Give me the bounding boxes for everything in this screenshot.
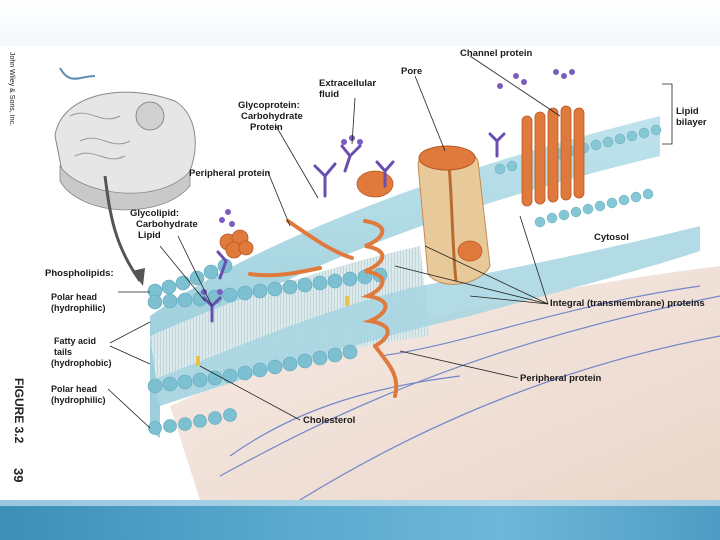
label-channel-protein: Channel protein [460, 48, 533, 59]
coiled-proteins [248, 219, 399, 398]
page-number: 39 [11, 468, 26, 483]
cytosol-region [170, 266, 720, 500]
slide-bottom-band [0, 500, 720, 540]
label-lipid-bilayer-1: Lipid [676, 106, 699, 117]
label-glycolipid-2: Carbohydrate [136, 219, 198, 230]
zoom-arrow [103, 175, 142, 282]
figure-label: FIGURE 3.2 [12, 378, 26, 444]
channel-protein [521, 105, 585, 207]
label-polar-head-bottom-2: (hydrophilic) [51, 395, 106, 405]
label-lipid-bilayer-2: bilayer [676, 117, 707, 128]
label-peripheral-protein-bottom: Peripheral protein [520, 373, 602, 384]
bilayer-top-surface [150, 116, 660, 346]
label-polar-head-bottom-1: Polar head [51, 384, 98, 394]
integral-pore-protein [417, 145, 491, 285]
membrane-figure: Channel protein Pore Extracellular fluid… [0, 46, 720, 500]
label-fatty-acid-1: Fatty acid [54, 336, 97, 346]
label-glycoprotein-1: Glycoprotein: [238, 100, 300, 111]
carbohydrate-chains [202, 132, 506, 323]
label-pore: Pore [401, 66, 423, 77]
label-extracellular-1: Extracellular [319, 78, 377, 89]
publisher-credit: John Wiley & Sons, Inc. [8, 52, 15, 126]
label-glycoprotein-3: Protein [250, 122, 283, 133]
label-glycoprotein-2: Carbohydrate [241, 111, 303, 122]
label-fatty-acid-3: (hydrophobic) [51, 358, 112, 368]
zoom-arrow-head [132, 268, 145, 286]
label-fatty-acid-2: tails [54, 347, 73, 357]
label-cytosol: Cytosol [594, 232, 629, 243]
cell-thumbnail [54, 67, 196, 211]
label-glycolipid-1: Glycolipid: [130, 208, 180, 219]
label-phospholipids: Phospholipids: [45, 268, 114, 279]
label-extracellular-2: fluid [319, 89, 340, 100]
label-peripheral-protein-top: Peripheral protein [189, 168, 271, 179]
label-polar-head-top-2: (hydrophilic) [51, 303, 106, 313]
label-integral-proteins: Integral (transmembrane) proteins [550, 298, 705, 309]
label-polar-head-top-1: Polar head [51, 292, 98, 302]
membrane-diagram [54, 55, 720, 500]
cytoskeleton-filaments [219, 285, 720, 500]
leader-lines [107, 55, 673, 429]
label-cholesterol: Cholesterol [303, 415, 356, 426]
label-glycolipid-3: Lipid [138, 230, 161, 241]
slide-top-band [0, 0, 720, 46]
polar-heads-front-bottom [147, 344, 358, 435]
